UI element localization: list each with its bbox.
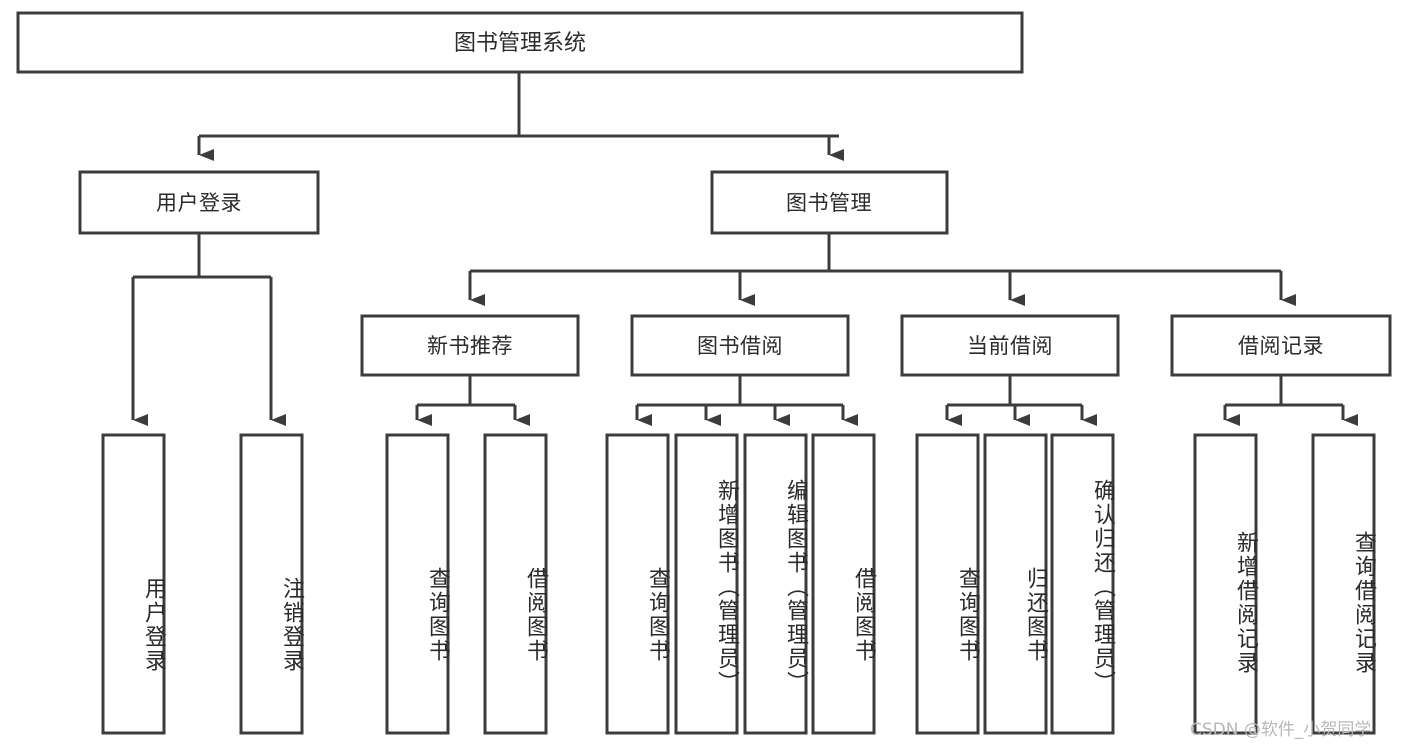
node-user-login-box[interactable] bbox=[78, 170, 320, 235]
leaf-box-add-book[interactable] bbox=[674, 433, 739, 735]
leaf-box-query-book-2[interactable] bbox=[605, 433, 670, 735]
node-new-book-rec-box[interactable] bbox=[360, 314, 580, 377]
leaf-box-query-book-3[interactable] bbox=[915, 433, 980, 735]
node-current-borrow[interactable]: 当前借阅 bbox=[900, 314, 1120, 377]
node-borrow-record-label: 借阅记录 bbox=[1238, 334, 1324, 358]
node-root[interactable]: 图书管理系统 bbox=[16, 11, 1024, 74]
leaf-box-borrow-book-2[interactable] bbox=[811, 433, 876, 735]
csdn-watermark: CSDN @软件_小贺同学 bbox=[1190, 720, 1372, 740]
node-book-borrow-box[interactable] bbox=[630, 314, 850, 377]
leaf-box-layer[interactable] bbox=[101, 433, 1376, 735]
leaf-box-logout[interactable] bbox=[239, 433, 304, 735]
node-new-book-rec[interactable]: 新书推荐 bbox=[360, 314, 580, 377]
node-book-mgmt-box[interactable] bbox=[710, 170, 949, 235]
leaf-box-query-book-1[interactable] bbox=[385, 433, 450, 735]
node-user-login-label: 用户登录 bbox=[156, 191, 242, 215]
node-borrow-record-box[interactable] bbox=[1170, 314, 1392, 377]
node-book-borrow-label: 图书借阅 bbox=[697, 334, 783, 358]
node-book-mgmt-label: 图书管理 bbox=[786, 191, 872, 215]
leaf-box-confirm-return[interactable] bbox=[1050, 433, 1115, 735]
leaf-box-query-record[interactable] bbox=[1311, 433, 1376, 735]
node-user-login[interactable]: 用户登录 bbox=[78, 170, 320, 235]
leaf-box-edit-book[interactable] bbox=[743, 433, 808, 735]
node-new-book-rec-label: 新书推荐 bbox=[427, 334, 513, 358]
connector-layer bbox=[131, 72, 1358, 426]
node-book-mgmt[interactable]: 图书管理 bbox=[710, 170, 949, 235]
leaf-box-return-book[interactable] bbox=[983, 433, 1048, 735]
leaf-box-borrow-book-1[interactable] bbox=[483, 433, 548, 735]
node-root-label: 图书管理系统 bbox=[454, 31, 586, 56]
node-borrow-record[interactable]: 借阅记录 bbox=[1170, 314, 1392, 377]
node-current-borrow-box[interactable] bbox=[900, 314, 1120, 377]
node-current-borrow-label: 当前借阅 bbox=[967, 334, 1053, 358]
node-book-borrow[interactable]: 图书借阅 bbox=[630, 314, 850, 377]
leaf-box-add-record[interactable] bbox=[1193, 433, 1258, 735]
leaf-box-user-login[interactable] bbox=[101, 433, 166, 735]
node-root-box[interactable] bbox=[16, 11, 1024, 74]
